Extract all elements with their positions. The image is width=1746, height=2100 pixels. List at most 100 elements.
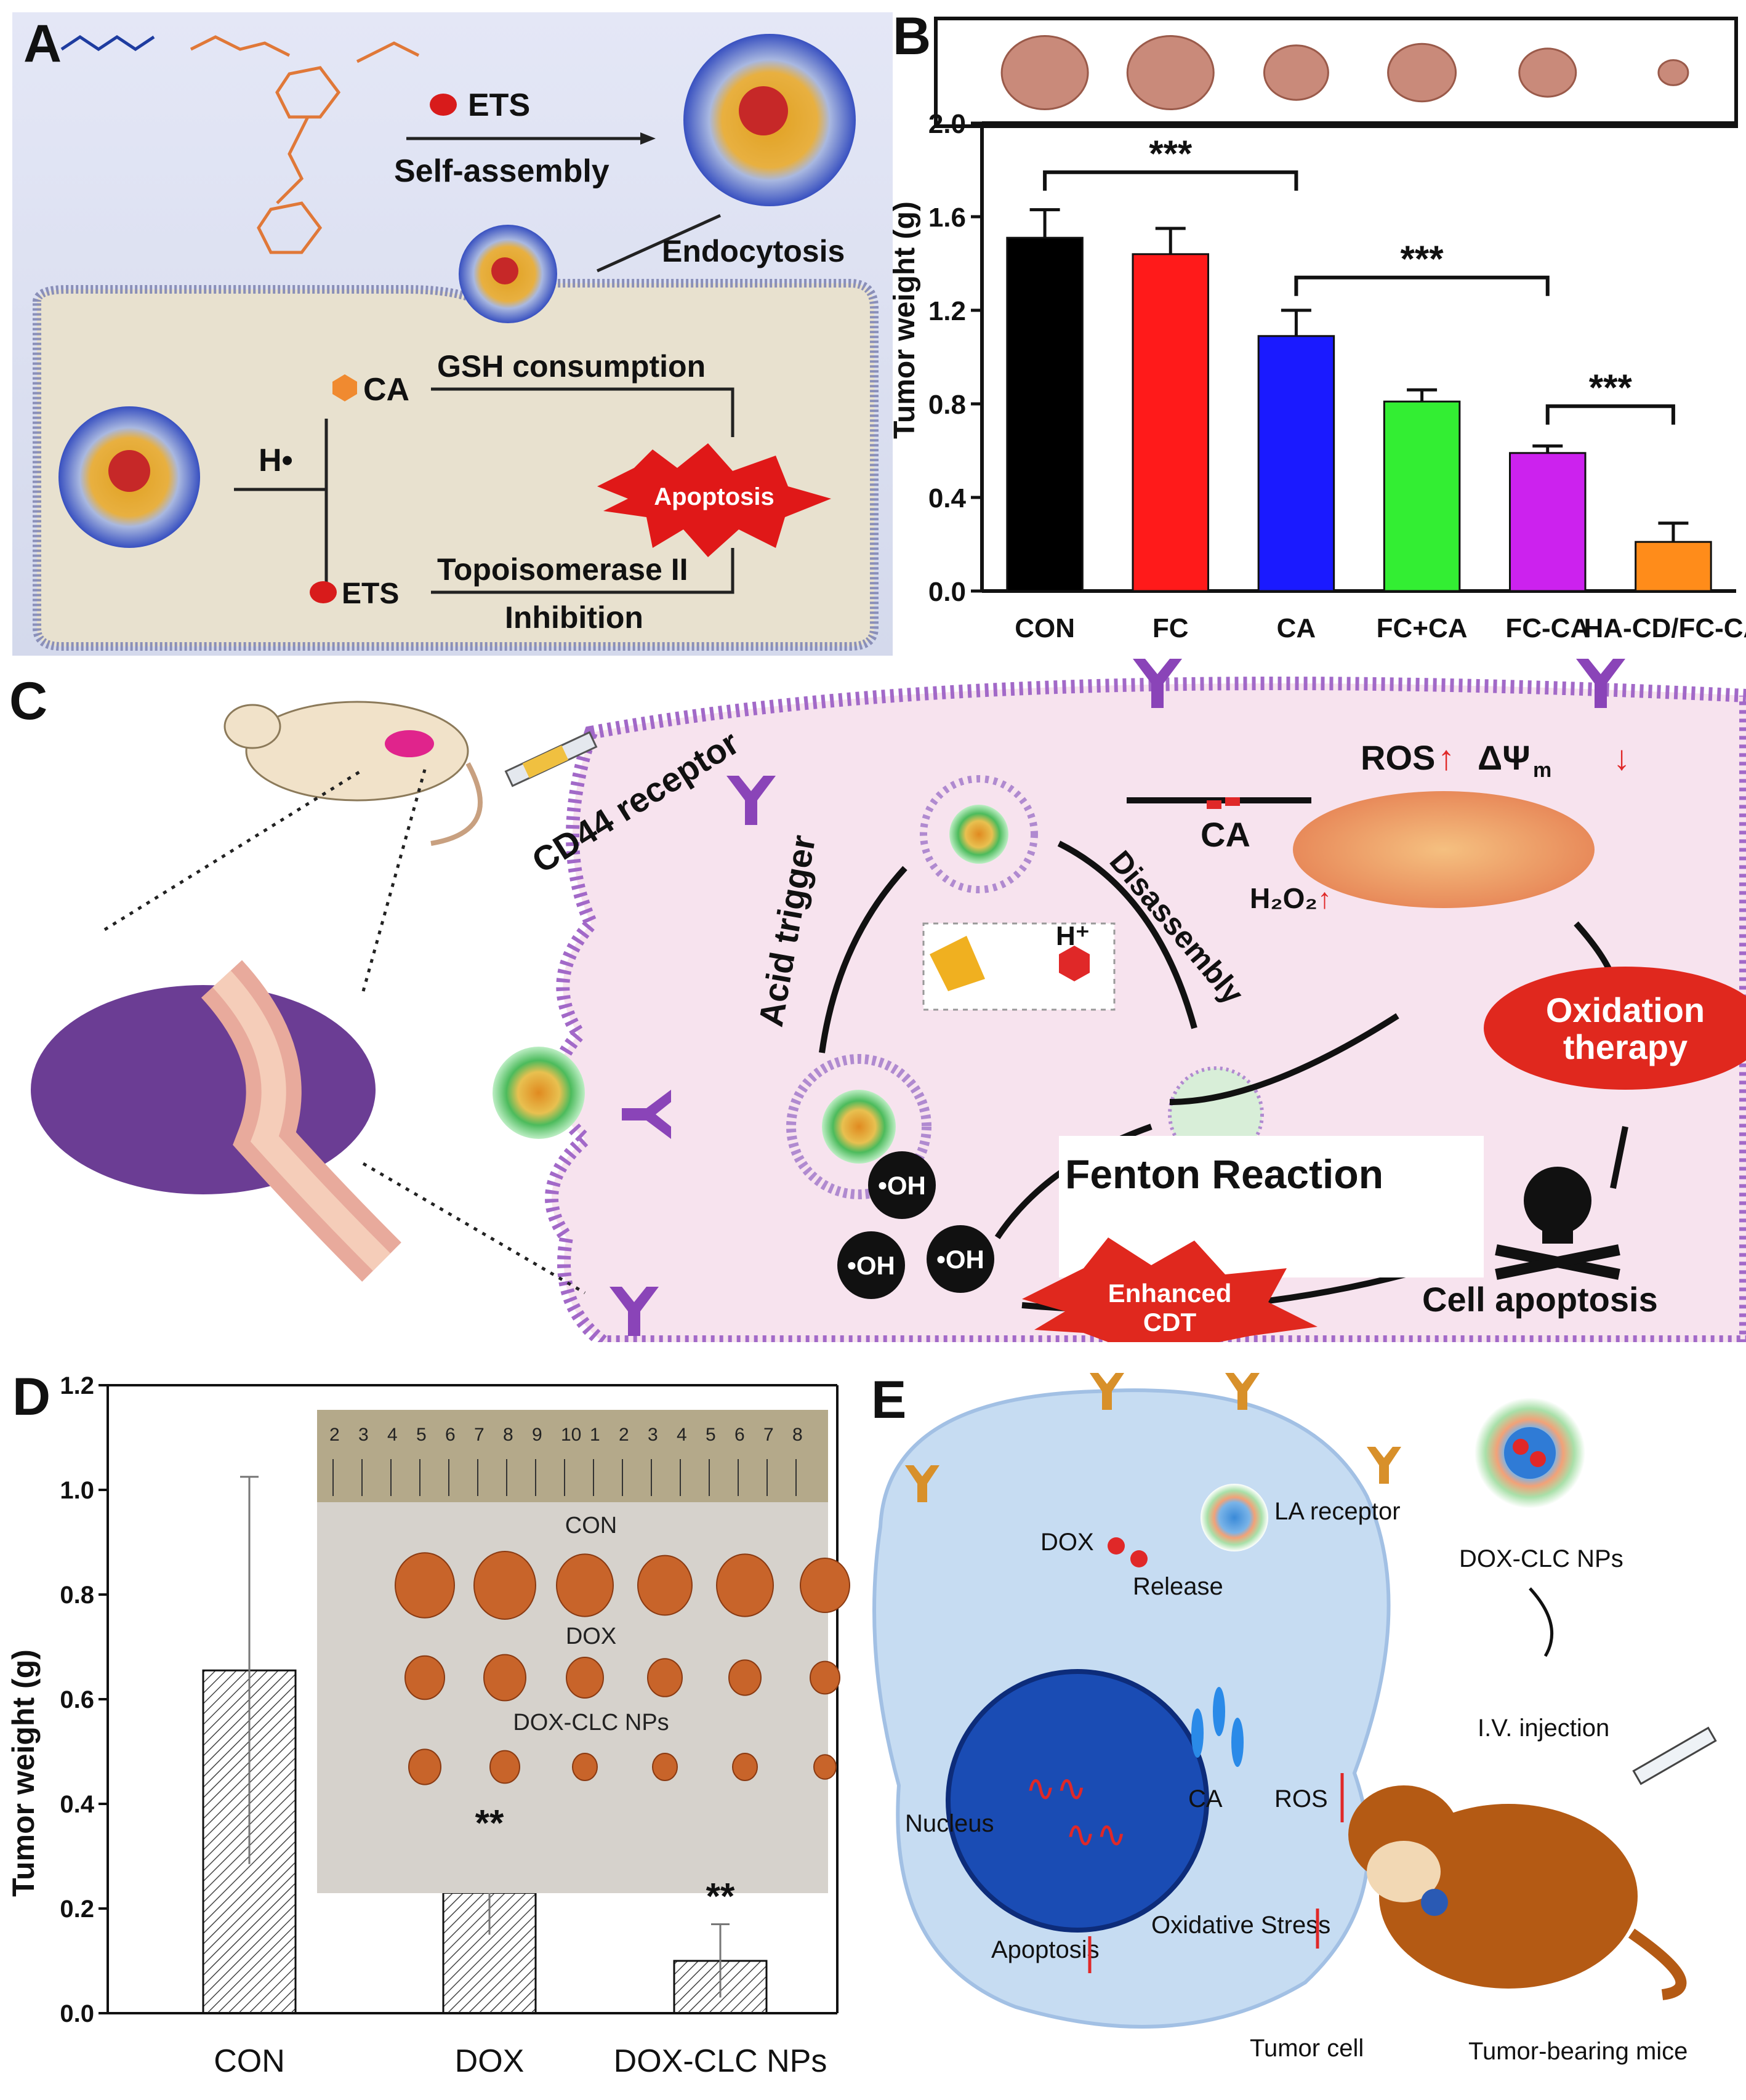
ruler — [317, 1410, 828, 1502]
hexagon-icon — [1059, 946, 1090, 981]
cd44-receptor-icons — [609, 659, 1625, 1336]
label-apoptosis: Apoptosis — [654, 483, 774, 510]
nanoparticle-vesicle — [786, 1054, 931, 1199]
d-ylabel: Tumor weight (g) — [6, 1649, 41, 1897]
d-y-tick-label: 0.6 — [60, 1686, 94, 1713]
d-tumor-sample — [637, 1555, 693, 1616]
label-topo: Topoisomerase II — [437, 552, 688, 587]
d-y-tick-label: 0.8 — [60, 1582, 94, 1609]
micelle-inside — [58, 406, 200, 548]
ca-droplet-icon — [1191, 1708, 1204, 1758]
label-ca: CA — [363, 372, 409, 408]
panel-label-c: C — [9, 672, 48, 731]
b-bar — [1132, 253, 1209, 592]
b-y-tick-label: 1.2 — [928, 296, 966, 326]
panel-a: ETS Self-assembly Endocytosis CA GSH con… — [12, 12, 893, 656]
label-dox: DOX — [1040, 1529, 1094, 1556]
label-inhibition: Inhibition — [505, 600, 643, 635]
b-tumor-sample — [1126, 35, 1215, 110]
b-y-tick-label: 1.6 — [928, 203, 966, 233]
h2o2-up-arrow-icon: ↑ — [1318, 882, 1332, 914]
ruler-tick-label: 4 — [387, 1425, 398, 1445]
label-h-radical: H• — [259, 443, 293, 478]
b-significance-bracket — [1545, 404, 1675, 425]
b-y-tick-label: 2.0 — [928, 109, 966, 139]
tumor-samples — [395, 1551, 850, 1785]
ca-dot-icon — [1207, 800, 1221, 809]
b-ylabel: Tumor weight (g) — [888, 201, 921, 439]
enhanced-cdt-star — [1022, 1237, 1318, 1342]
b-x-tick-label: CON — [1015, 613, 1075, 643]
d-y-tick-label: 0.4 — [60, 1791, 94, 1818]
photo-row-label: DOX-CLC NPs — [513, 1710, 669, 1736]
label-oh-2: •OH — [847, 1251, 895, 1280]
b-y-tick-label: 0.8 — [928, 390, 966, 420]
np-in-cell — [1201, 1484, 1268, 1551]
d-tumor-sample — [483, 1654, 526, 1702]
label-mice: Tumor-bearing mice — [1468, 2038, 1688, 2065]
mouse-illustration-e — [1348, 1785, 1687, 2000]
d-tumor-sample — [652, 1753, 678, 1781]
d-x-tick-label: CON — [214, 2043, 285, 2079]
dotted-connector-2 — [361, 769, 427, 992]
ruler-tick-label: 2 — [329, 1425, 340, 1445]
ruler-tick-label: 6 — [734, 1425, 745, 1445]
d-significance-label: ** — [475, 1803, 504, 1844]
np-dox — [1513, 1439, 1529, 1455]
arrow-injection — [1529, 1587, 1554, 1657]
label-cdt: CDT — [1143, 1308, 1197, 1337]
arrow-gsh — [431, 387, 734, 437]
b-y-tick-label: 0.4 — [928, 483, 967, 513]
ruler-tick-label: 3 — [648, 1425, 658, 1445]
arrow-endocytosis — [596, 214, 722, 273]
d-tumor-sample — [810, 1660, 840, 1695]
b-bar — [1257, 335, 1335, 592]
ruler-tick-label: 8 — [503, 1425, 513, 1445]
ruler-tick-label: 7 — [474, 1425, 485, 1445]
dox-molecule — [1108, 1537, 1125, 1555]
micelle-top — [683, 34, 856, 206]
label-delta-psi-sub: m — [1533, 758, 1551, 782]
panel-label-e: E — [871, 1370, 907, 1430]
d-tumor-sample — [716, 1553, 774, 1617]
label-enhanced: Enhanced — [1108, 1279, 1232, 1308]
d-y-tick-label: 1.0 — [60, 1477, 94, 1504]
b-significance-label: *** — [1589, 367, 1633, 408]
b-tumor-sample — [1518, 47, 1577, 98]
d-tumor-sample — [800, 1558, 850, 1613]
label-fenton: Fenton Reaction — [1065, 1151, 1383, 1197]
psi-down-arrow-icon: ↓ — [1613, 738, 1630, 777]
d-tumor-sample — [732, 1753, 758, 1781]
label-ets-bottom: ETS — [342, 577, 399, 610]
ruler-tick-label: 9 — [532, 1425, 542, 1445]
b-x-tick-label: FC — [1153, 613, 1189, 643]
label-oxidative: Oxidative Stress — [1151, 1912, 1330, 1939]
b-tumor-sample — [1657, 59, 1689, 86]
dna-icon: ∿∿ — [1025, 1768, 1087, 1809]
d-y-tick-label: 0.2 — [60, 1896, 94, 1923]
label-la-receptor: LA receptor — [1274, 1498, 1401, 1525]
ruler-tick-label: 3 — [358, 1425, 369, 1445]
np-dox — [1530, 1451, 1546, 1467]
panel-e: LA receptor DOX Release ∿∿ ∿∿ Nucleus CA… — [862, 1342, 1746, 2100]
dotted-connector-3 — [362, 1162, 586, 1295]
ets-dot-bottom — [310, 581, 337, 603]
ca-droplet-icon — [1213, 1687, 1225, 1736]
d-tumor-sample — [813, 1754, 837, 1780]
d-y-tick-label: 0.0 — [60, 2000, 94, 2027]
ruler-tick-label: 5 — [706, 1425, 716, 1445]
arrow-topo — [431, 548, 734, 594]
nucleus — [946, 1669, 1209, 1933]
b-tumor-sample — [1387, 42, 1457, 103]
panel-label-a: A — [23, 14, 62, 73]
d-tumor-sample — [647, 1658, 683, 1697]
np-core — [1504, 1427, 1556, 1479]
panel-label-b: B — [893, 7, 931, 66]
panel-a-schematic: ETS Self-assembly Endocytosis CA GSH con… — [12, 12, 893, 656]
panel-c: CD44 receptor Acid trigger Disasse — [0, 659, 1746, 1342]
arrowhead — [640, 132, 656, 145]
apoptosis-star — [597, 443, 831, 557]
panel-label-d: D — [12, 1367, 51, 1426]
label-endocytosis: Endocytosis — [662, 234, 845, 268]
